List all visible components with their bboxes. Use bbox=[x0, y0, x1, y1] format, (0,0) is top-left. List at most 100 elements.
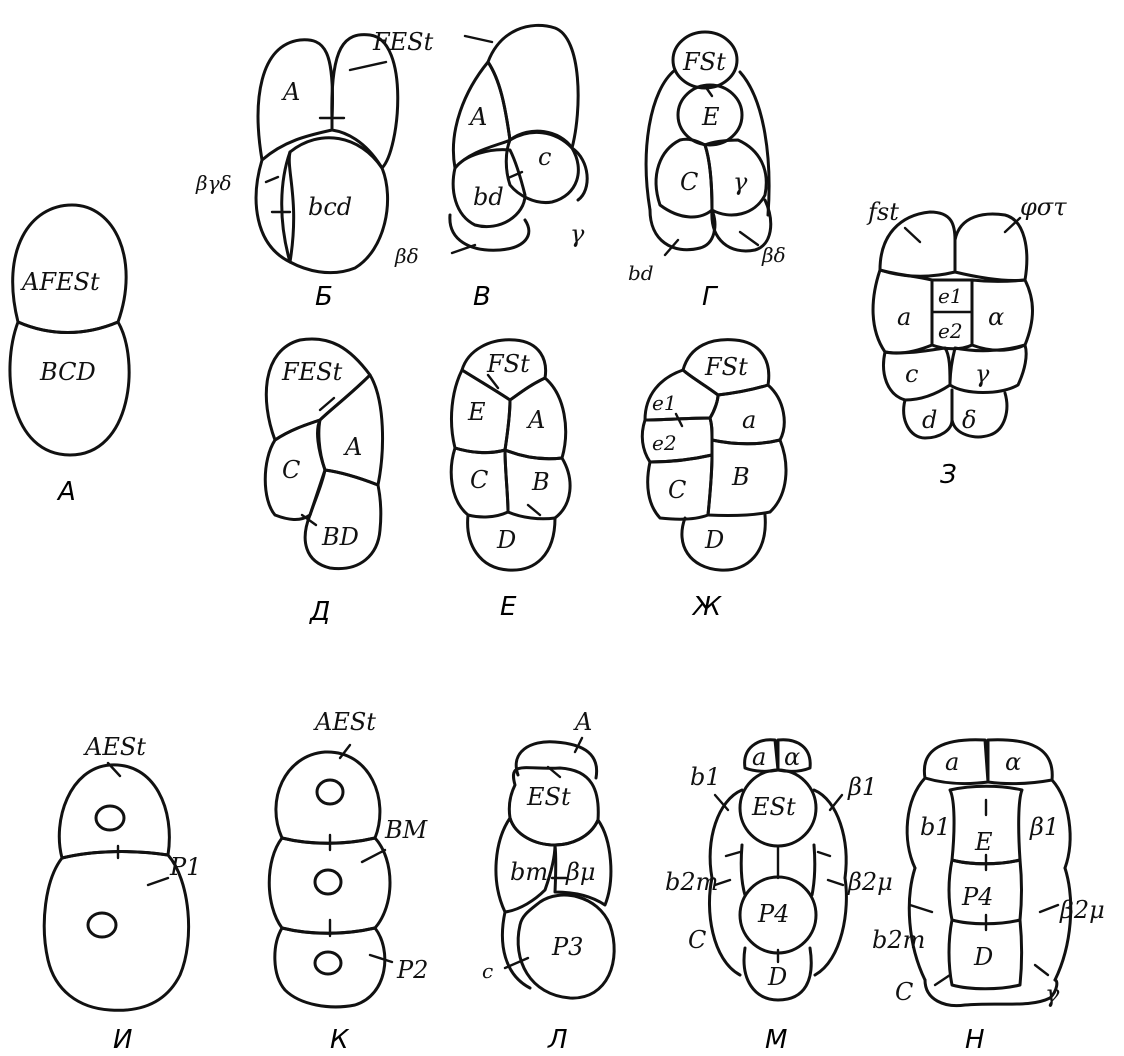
label-l-bmu: βμ bbox=[565, 858, 595, 886]
label-d-a: A bbox=[343, 433, 362, 461]
label-z-alpha: α bbox=[988, 303, 1004, 331]
caption-B: Б bbox=[315, 282, 333, 312]
label-l-p3: P3 bbox=[551, 933, 583, 961]
label-e-e: E bbox=[467, 398, 486, 426]
label-k-bm: BM bbox=[384, 816, 429, 844]
label-m-c: C bbox=[688, 926, 706, 954]
label-n-d: D bbox=[973, 943, 993, 971]
label-e-a: A bbox=[526, 406, 545, 434]
label-m-beta2mu: β2μ bbox=[847, 868, 893, 896]
label-z-d: d bbox=[922, 406, 937, 434]
label-e-c: C bbox=[470, 466, 488, 494]
label-l-a: A bbox=[573, 708, 592, 736]
label-n-alpha: α bbox=[1005, 748, 1021, 776]
label-n-p4: P4 bbox=[961, 883, 993, 911]
label-m-b2m: b2m bbox=[665, 868, 718, 896]
panel-I: AESt P1 И bbox=[44, 733, 201, 1055]
label-n-beta2mu: β2μ bbox=[1059, 896, 1105, 924]
label-n-c: C bbox=[895, 978, 913, 1006]
label-z-c: c bbox=[905, 360, 918, 388]
label-i-aest: AESt bbox=[83, 733, 146, 761]
panel-V: A c bd γ βδ В bbox=[394, 25, 587, 312]
label-bcd: BCD bbox=[39, 358, 96, 386]
label-zh-d: D bbox=[704, 526, 724, 554]
label-z-e2: e2 bbox=[938, 319, 963, 343]
label-z-fst: fst bbox=[866, 198, 899, 226]
label-v-c: c bbox=[538, 143, 551, 171]
label-e-b: B bbox=[531, 468, 550, 496]
panel-Zh: FSt e1 a e2 C B D Ж bbox=[642, 340, 786, 622]
label-g-c: C bbox=[680, 168, 698, 196]
panel-K: AESt BM P2 К bbox=[269, 708, 428, 1055]
caption-I: И bbox=[113, 1025, 132, 1055]
panel-G: FSt E C γ bd βδ Г bbox=[628, 32, 786, 312]
caption-K: К bbox=[330, 1025, 350, 1055]
label-g-e: E bbox=[701, 103, 720, 131]
label-g-gamma: γ bbox=[733, 168, 748, 196]
panel-Z: fst φστ a e1 α e2 c γ d δ З bbox=[866, 193, 1067, 490]
label-z-gamma: γ bbox=[975, 360, 990, 388]
label-n-beta1: β1 bbox=[1029, 813, 1059, 841]
label-l-bm: bm bbox=[510, 858, 548, 886]
label-i-p1: P1 bbox=[169, 853, 201, 881]
label-m-b1: b1 bbox=[690, 763, 721, 791]
label-n-b2m: b2m bbox=[872, 926, 925, 954]
label-l-c: c bbox=[482, 959, 493, 983]
label-m-a: a bbox=[752, 743, 766, 771]
label-n-gamma: γ bbox=[1045, 980, 1060, 1008]
caption-A: А bbox=[56, 477, 76, 507]
label-n-b1: b1 bbox=[920, 813, 951, 841]
cell-bcd bbox=[10, 322, 129, 455]
label-zh-e2: e2 bbox=[652, 431, 677, 455]
label-e-fst: FSt bbox=[486, 350, 530, 378]
caption-G: Г bbox=[702, 282, 719, 312]
panel-B: A FESt βγδ bcd Б bbox=[195, 28, 434, 312]
label-v-gamma: γ bbox=[570, 220, 585, 248]
label-m-p4: P4 bbox=[757, 900, 789, 928]
caption-Zh: Ж bbox=[691, 592, 722, 622]
caption-Z: З bbox=[940, 460, 957, 490]
label-d-c: C bbox=[282, 456, 300, 484]
caption-N: Н bbox=[965, 1025, 985, 1055]
panel-D: FESt A C BD Д bbox=[265, 339, 382, 627]
label-zh-e1: e1 bbox=[652, 391, 677, 415]
caption-E: Е bbox=[500, 592, 517, 622]
label-n-e: E bbox=[974, 828, 993, 856]
label-zh-a: a bbox=[742, 406, 756, 434]
label-zh-b: B bbox=[731, 463, 750, 491]
label-zh-c: C bbox=[668, 476, 686, 504]
panel-N: a α b1 E β1 P4 b2m β2μ D C γ Н bbox=[872, 740, 1105, 1055]
label-v-bd2: βδ bbox=[394, 244, 419, 268]
label-z-delta: δ bbox=[962, 406, 976, 434]
panel-L: A ESt bm βμ P3 c Л bbox=[482, 708, 614, 1055]
label-k-aest: AESt bbox=[313, 708, 376, 736]
label-z-phi: φστ bbox=[1020, 193, 1067, 221]
panel-M: a α b1 ESt β1 b2m β2μ C P4 D М bbox=[665, 740, 893, 1055]
panel-A: AFESt BCD А bbox=[10, 205, 129, 507]
label-afest: AFESt bbox=[20, 268, 100, 296]
label-m-est: ESt bbox=[751, 793, 796, 821]
label-v-bd: bd bbox=[473, 183, 504, 211]
label-d-bd: BD bbox=[321, 523, 359, 551]
label-z-e1: e1 bbox=[938, 284, 963, 308]
label-g-bd: bd bbox=[628, 261, 654, 285]
label-k-p2: P2 bbox=[396, 956, 428, 984]
panel-E: FSt E A C B D Е bbox=[451, 340, 570, 622]
label-l-est: ESt bbox=[526, 783, 571, 811]
label-b-bgd: βγδ bbox=[195, 171, 232, 195]
label-d-fest: FESt bbox=[281, 358, 343, 386]
caption-L: Л bbox=[547, 1025, 568, 1055]
label-b-a: A bbox=[281, 78, 300, 106]
caption-M: М bbox=[765, 1025, 787, 1055]
label-g-bd2: βδ bbox=[761, 243, 786, 267]
label-e-d: D bbox=[496, 526, 516, 554]
label-m-d: D bbox=[767, 963, 787, 991]
caption-D: Д bbox=[309, 597, 330, 627]
label-b-fest: FESt bbox=[372, 28, 434, 56]
label-v-a: A bbox=[468, 103, 487, 131]
label-g-fst: FSt bbox=[682, 48, 726, 76]
label-n-a: a bbox=[945, 748, 959, 776]
label-z-a: a bbox=[897, 303, 911, 331]
caption-V: В bbox=[473, 282, 491, 312]
